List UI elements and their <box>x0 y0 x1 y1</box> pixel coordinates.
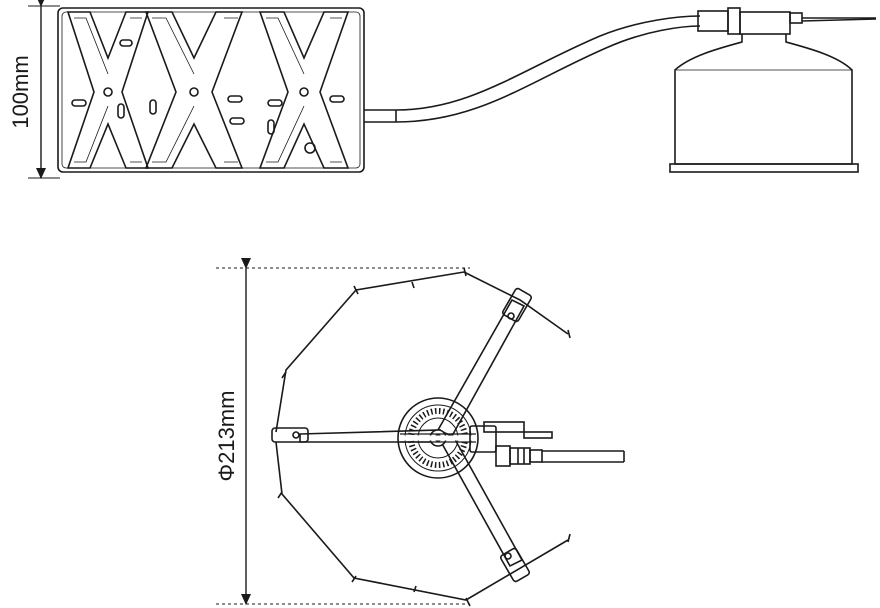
pot-support-outline <box>275 267 571 607</box>
gas-hose <box>364 15 701 123</box>
gas-canister <box>669 34 859 173</box>
diameter-label: Φ213mm <box>214 391 239 482</box>
regulator <box>469 421 553 467</box>
height-dimension <box>28 0 60 179</box>
burner-head <box>397 397 479 479</box>
folded-leg-1 <box>66 11 150 169</box>
valve-connector <box>697 7 877 35</box>
top-view-hose <box>542 450 625 463</box>
side-view: 100mm <box>8 0 877 179</box>
folded-leg-2 <box>144 11 245 169</box>
folded-leg-3 <box>258 11 350 169</box>
folded-burner-body <box>57 7 365 173</box>
burner-leg-lower <box>438 432 530 583</box>
top-view: Φ213mm <box>214 258 625 607</box>
height-label: 100mm <box>8 55 33 128</box>
diameter-dimension <box>216 258 470 605</box>
